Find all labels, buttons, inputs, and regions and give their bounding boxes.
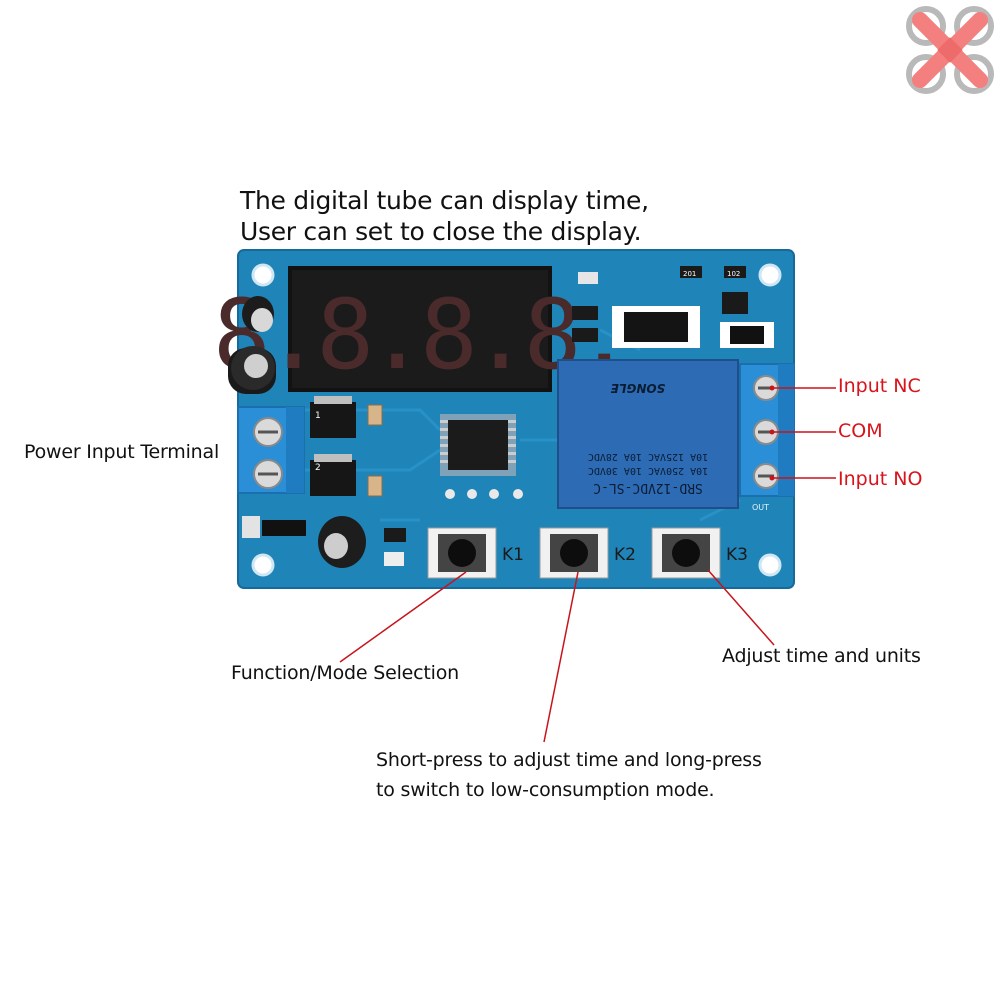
label-k2-description: Short-press to adjust time and long-pres… xyxy=(376,745,762,805)
capacitor-bottom xyxy=(318,516,366,568)
header-pads xyxy=(445,489,523,499)
voltage-regulators: 1 2 xyxy=(310,396,356,496)
relay-brand: SONGLE xyxy=(610,381,665,395)
label-input-nc: Input NC xyxy=(838,375,921,397)
relay-rating-2: 10A 125VAC 10A 28VDC xyxy=(588,451,708,462)
push-button-k2: K2 xyxy=(539,527,636,579)
microcontroller-chip xyxy=(440,414,516,476)
label-k2-line-1: Short-press to adjust time and long-pres… xyxy=(376,749,762,771)
label-power-input-terminal: Power Input Terminal xyxy=(24,441,220,463)
callout-line-k1 xyxy=(339,571,467,663)
callout-lines xyxy=(339,387,836,743)
regulator-mark-2: 2 xyxy=(315,463,321,473)
output-terminal: OUT xyxy=(739,363,795,512)
label-com: COM xyxy=(838,420,883,442)
seven-segment-display: 8.8.8.8. xyxy=(213,266,633,392)
label-function-mode-selection: Function/Mode Selection xyxy=(231,662,459,684)
quadcopter-logo-icon xyxy=(906,6,994,94)
button-label-k3: K3 xyxy=(726,545,748,565)
button-label-k1: K1 xyxy=(502,545,524,565)
headline: The digital tube can display time, User … xyxy=(240,185,649,247)
headline-line-1: The digital tube can display time, xyxy=(240,186,649,215)
regulator-mark-1: 1 xyxy=(315,411,321,421)
push-button-k1: K1 xyxy=(427,527,524,579)
optocoupler-chip xyxy=(612,306,700,348)
relay-component: SRD-12VDC-SL-C 10A 250VAC 10A 30VDC 10A … xyxy=(557,359,739,509)
smd-label-201: 201 xyxy=(683,270,696,278)
capacitors-left xyxy=(228,296,276,394)
button-label-k2: K2 xyxy=(614,545,636,565)
relay-model: SRD-12VDC-SL-C xyxy=(593,480,703,495)
label-k2-line-2: to switch to low-consumption mode. xyxy=(376,779,715,801)
out-label: OUT xyxy=(752,503,769,512)
label-adjust-time-units: Adjust time and units xyxy=(722,645,921,667)
relay-rating-1: 10A 250VAC 10A 30VDC xyxy=(588,465,708,476)
headline-line-2: User can set to close the display. xyxy=(240,217,642,246)
smd-components: 201 102 xyxy=(242,266,774,566)
smd-label-102: 102 xyxy=(727,270,740,278)
power-input-terminal xyxy=(237,406,305,494)
callout-line-k3 xyxy=(707,569,775,646)
callout-line-k2 xyxy=(543,571,579,743)
label-input-no: Input NO xyxy=(838,468,923,490)
mounting-holes xyxy=(251,263,782,577)
